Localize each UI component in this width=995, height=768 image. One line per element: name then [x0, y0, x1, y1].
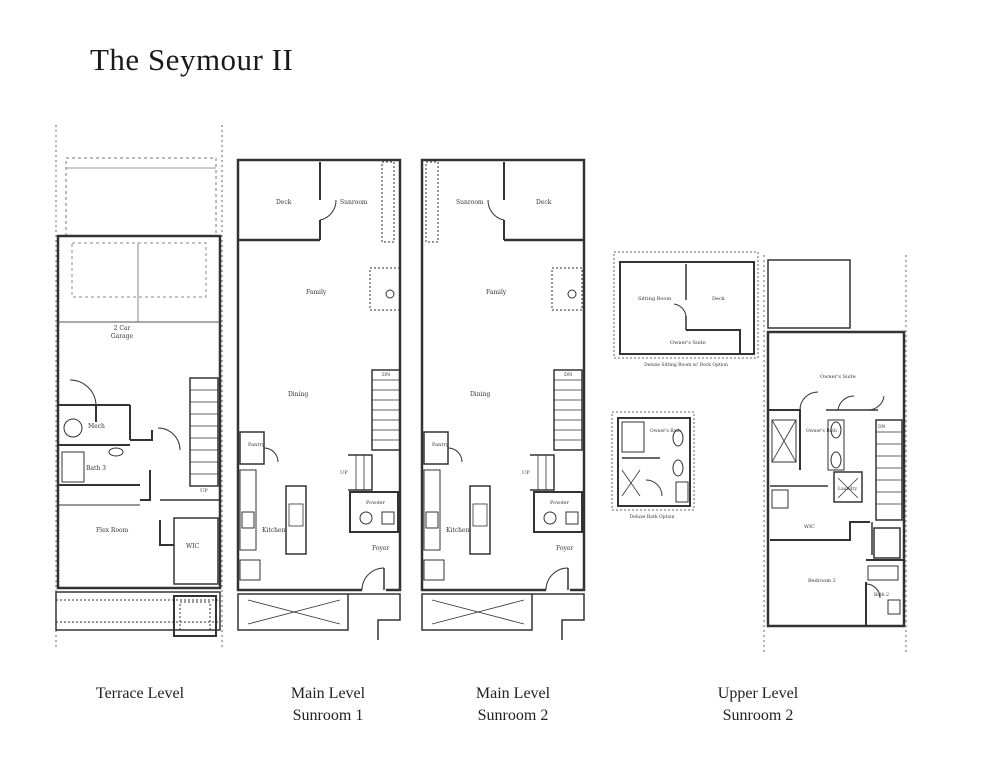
label-main2-dn: DN — [564, 372, 573, 378]
label-terrace-flex: Flex Room — [96, 527, 129, 534]
caption-deluxe-sitting-option: Deluxe Sitting Room w/ Deck Option — [644, 362, 728, 368]
label-main2-foyer: Foyer — [556, 545, 573, 552]
label-terrace-wic: WIC — [186, 543, 200, 550]
label-upper-bedroom2: Bedroom 2 — [808, 578, 836, 584]
label-upper-laundry: Laundry — [838, 486, 857, 492]
label-main2-family: Family — [486, 289, 507, 296]
label-main2-kitchen: Kitchen — [446, 527, 470, 534]
label-main2-sunroom: Sunroom — [456, 199, 484, 206]
label-terrace-garage-1: 2 Car — [114, 325, 131, 332]
label-option-owners-suite: Owner's Suite — [670, 340, 706, 346]
label-main2-deck: Deck — [536, 199, 552, 206]
caption-upper-level-sunroom-2: Upper Level Sunroom 2 — [688, 683, 828, 727]
main-level-sunroom-1-plan — [236, 158, 402, 640]
caption-terrace-line-1: Terrace Level — [95, 685, 185, 702]
label-upper-owners-bath: Owner's Bath — [806, 428, 837, 434]
label-terrace-bath3: Bath 3 — [86, 465, 106, 472]
label-main2-pantry: Pantry — [432, 442, 449, 448]
caption-main1-line-1: Main Level — [290, 685, 366, 702]
caption-main-level-sunroom-2: Main Level Sunroom 2 — [443, 683, 583, 727]
terrace-level-plan — [55, 125, 223, 650]
page-title: The Seymour II — [90, 42, 294, 77]
label-main1-sunroom: Sunroom — [340, 199, 368, 206]
caption-main1-line-2: Sunroom 1 — [292, 707, 364, 724]
label-main1-pantry: Pantry — [248, 442, 265, 448]
label-main1-kitchen: Kitchen — [262, 527, 286, 534]
deluxe-sitting-room-option-plan — [613, 251, 759, 359]
label-main2-dining: Dining — [470, 391, 490, 398]
label-main1-powder: Powder — [366, 500, 386, 506]
label-main2-up: UP — [522, 470, 530, 476]
label-option-sitting-room: Sitting Room — [638, 296, 671, 302]
deluxe-bath-option-plan — [611, 411, 695, 511]
label-terrace-mech: Mech — [88, 423, 105, 430]
label-upper-bath2: Bath 2 — [874, 592, 889, 598]
label-main1-dining: Dining — [288, 391, 308, 398]
label-upper-owners-suite: Owner's Suite — [820, 374, 856, 380]
label-terrace-garage-2: Garage — [111, 333, 134, 340]
caption-terrace-level: Terrace Level — [70, 683, 210, 705]
label-main1-up: UP — [340, 470, 348, 476]
label-terrace-up: UP — [200, 488, 208, 494]
upper-level-sunroom-2-plan — [763, 255, 907, 655]
caption-main2-line-2: Sunroom 2 — [477, 707, 549, 724]
label-main2-powder: Powder — [550, 500, 570, 506]
label-upper-dn: DN — [878, 424, 886, 430]
label-main1-deck: Deck — [276, 199, 292, 206]
label-main1-family: Family — [306, 289, 327, 296]
caption-main-level-sunroom-1: Main Level Sunroom 1 — [258, 683, 398, 727]
label-main1-dn: DN — [382, 372, 391, 378]
label-option-deck: Deck — [712, 296, 726, 302]
label-main1-foyer: Foyer — [372, 545, 389, 552]
caption-upper-line-2: Sunroom 2 — [722, 707, 794, 724]
label-upper-wic: WIC — [804, 524, 815, 530]
caption-deluxe-bath-option: Deluxe Bath Option — [630, 514, 675, 520]
room-labels: 2 Car Garage Mech Bath 3 Flex Room WIC U… — [86, 199, 889, 598]
caption-upper-line-1: Upper Level — [717, 685, 799, 702]
caption-main2-line-1: Main Level — [475, 685, 551, 702]
label-option-owners-bath: Owner's Bath — [650, 428, 681, 434]
main-level-sunroom-2-plan — [420, 158, 586, 640]
